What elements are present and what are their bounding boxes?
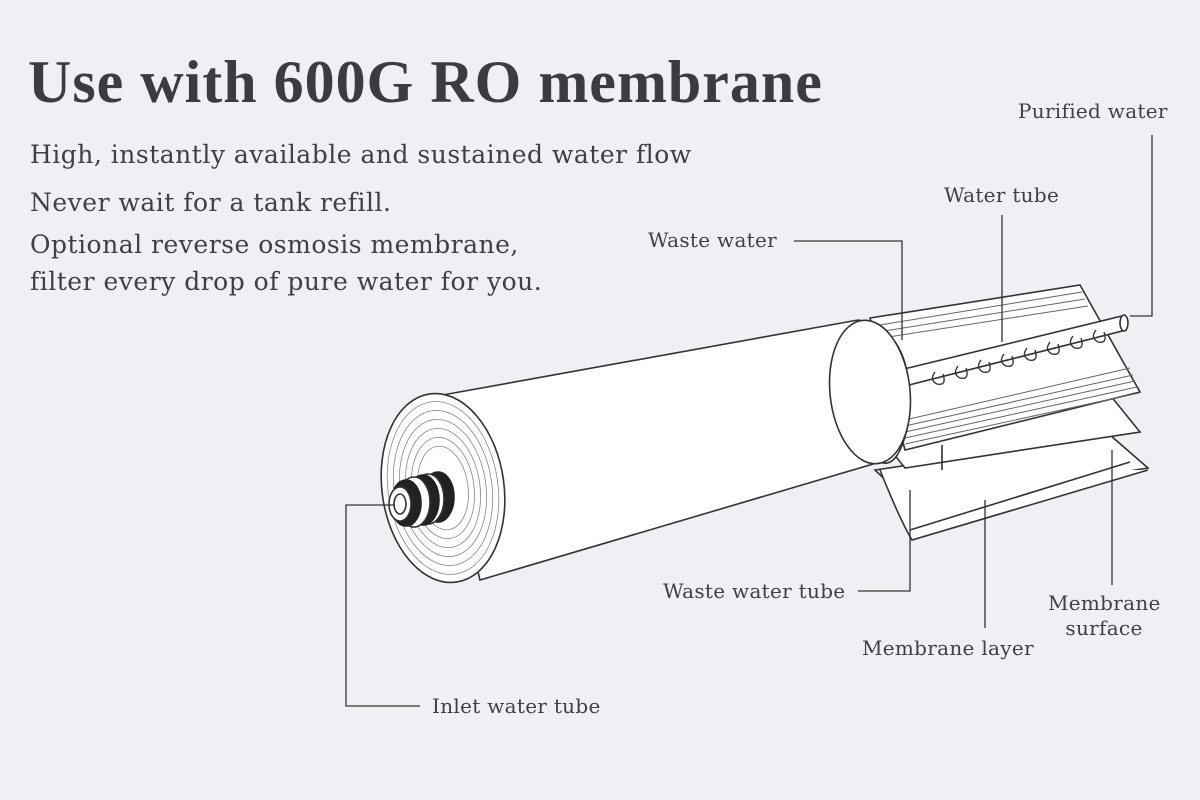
- label-inlet-water-tube: Inlet water tube: [432, 694, 601, 718]
- leader-lines: [345, 135, 1153, 707]
- feature-text-no-tank: Never wait for a tank refill.: [30, 188, 392, 217]
- inlet-tube-rings: [388, 471, 455, 528]
- cylinder-end-face: [380, 392, 506, 584]
- leader-waste-water-tube: [858, 490, 911, 592]
- membrane-cylinder: [436, 319, 912, 582]
- leader-waste-water: [794, 240, 903, 340]
- feature-text-optional-membrane: Optional reverse osmosis membrane,: [30, 230, 519, 259]
- label-water-tube: Water tube: [944, 183, 1060, 207]
- label-membrane-surface-line1: Membrane: [1048, 591, 1161, 615]
- label-waste-water: Waste water: [648, 228, 778, 252]
- label-membrane-layer: Membrane layer: [862, 636, 1034, 660]
- feature-text-pure-water: filter every drop of pure water for you.: [30, 267, 543, 296]
- label-membrane-surface-line2: surface: [1065, 616, 1143, 640]
- label-purified-water: Purified water: [1018, 99, 1168, 123]
- page-title: Use with 600G RO membrane: [28, 49, 823, 115]
- membrane-sheets: [873, 394, 1150, 541]
- leader-purified-water: [1130, 135, 1153, 317]
- feature-text-flow: High, instantly available and sustained …: [30, 140, 692, 169]
- label-waste-water-tube: Waste water tube: [663, 579, 846, 603]
- leader-inlet-water-tube: [345, 504, 420, 707]
